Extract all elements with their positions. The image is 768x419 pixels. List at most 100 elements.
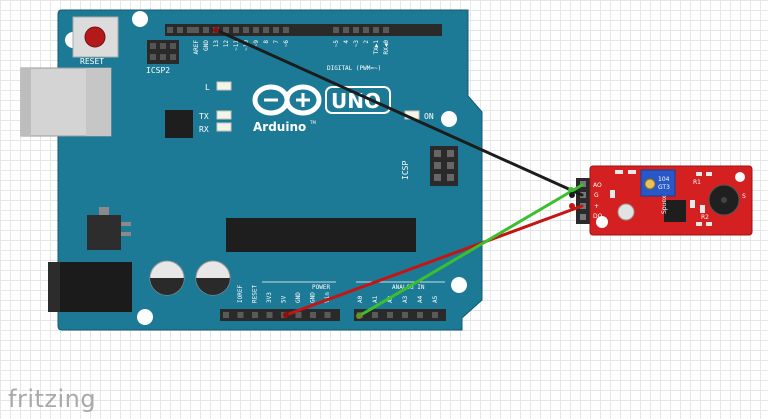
usb-chip [165, 110, 193, 138]
digital-label: DIGITAL (PWM=~) [327, 65, 381, 72]
sensor-pins-block [576, 178, 590, 224]
reset-label: RESET [80, 57, 104, 66]
capacitor [149, 260, 185, 296]
sensor-label-s: S [742, 193, 746, 200]
header-pin [167, 27, 173, 33]
pot-sublabel: GT3 [658, 184, 670, 191]
pot-label: 104 [658, 176, 670, 183]
pin-label: A3 [402, 295, 409, 303]
reset-button[interactable] [84, 26, 106, 48]
wire-end [569, 203, 575, 209]
wire-end [213, 27, 219, 33]
header-pin [263, 27, 269, 33]
header-pin [333, 27, 339, 33]
comparator-chip [664, 200, 686, 222]
header-pin [193, 27, 199, 33]
pin-label: 12 [223, 40, 230, 48]
sensor-pin-label-ao: AO [593, 182, 602, 189]
pin-label: 5V [281, 295, 288, 303]
header-pin [383, 27, 389, 33]
potentiometer-knob[interactable] [644, 178, 656, 190]
fritzing-watermark: fritzing [8, 385, 96, 413]
pin-label: ~5 [333, 40, 340, 48]
header-pin [353, 27, 359, 33]
header-pin [373, 27, 379, 33]
header-pin [402, 312, 408, 318]
mounting-hole [137, 309, 153, 325]
pin-label: 4 [343, 40, 350, 44]
pin-label: A0 [357, 295, 364, 303]
arduino-logo: UNO Arduino TM [252, 84, 391, 134]
header-pin [252, 312, 258, 318]
sensor-pin-label-do: DO [593, 213, 603, 220]
uno-badge [325, 86, 391, 114]
mounting-hole [441, 111, 457, 127]
sound-sensor-module: AO G + DO 104 GT3 Spuex R1 R2 S [576, 165, 753, 236]
usb-connector [20, 67, 112, 137]
header-pin [243, 27, 249, 33]
capacitor [195, 260, 231, 296]
icsp2-header [147, 40, 179, 64]
pin-label: ~3 [353, 40, 360, 48]
pin-label: GND [295, 292, 302, 303]
pin-label: ~6 [283, 40, 290, 48]
header-pin [432, 312, 438, 318]
pin-label: RX◀0 [383, 40, 390, 55]
wires [213, 27, 584, 319]
header-pin [310, 312, 316, 318]
header-pin [233, 27, 239, 33]
smd-components [610, 170, 712, 226]
wire-end [356, 313, 362, 319]
atmega-chip [226, 218, 416, 252]
pin-label: Vin [324, 292, 331, 303]
led-l-label: L [205, 83, 210, 92]
pin-label: 13 [213, 40, 220, 48]
arduino-uno-board: RESET ICSP2 L TX RX ON [20, 9, 483, 331]
pin-label: TX▶1 [373, 40, 380, 55]
pin-label: ~11 [233, 40, 240, 51]
led-tx-label: TX [199, 112, 209, 121]
pin-label: A4 [417, 295, 424, 303]
header-pin [273, 27, 279, 33]
icsp2-label: ICSP2 [146, 66, 170, 75]
pin-label: RESET [252, 285, 259, 303]
icsp-label: ICSP [401, 161, 410, 180]
wire-black-gnd [214, 28, 584, 197]
pin-label: 7 [273, 40, 280, 44]
mounting-hole [451, 277, 467, 293]
header-pin [266, 312, 273, 318]
pin-label: 3V3 [266, 292, 273, 303]
sensor-pin [580, 214, 586, 220]
pin-label: GND [203, 40, 210, 51]
header-pin [324, 312, 331, 318]
sensor-hole [735, 172, 745, 182]
sensor-hole [596, 216, 608, 228]
header-pin [253, 27, 259, 33]
logo-tm: TM [309, 120, 316, 125]
wire-green-a0 [357, 183, 584, 318]
pin-label: AREF [193, 40, 200, 55]
header-pin [387, 312, 393, 318]
logo-brand: Arduino [253, 120, 306, 134]
pin-label: A1 [372, 295, 379, 303]
sensor-pin-label-g: G [594, 192, 599, 199]
header-pin [295, 312, 302, 318]
sensor-label-r2: R2 [701, 214, 709, 221]
header-pin [203, 27, 209, 33]
header-pin [177, 27, 183, 33]
pin-label: A5 [432, 295, 439, 303]
wire-end [568, 187, 574, 193]
header-pin [187, 27, 193, 33]
chip-label: Spuex [661, 195, 668, 214]
header-pin [372, 312, 378, 318]
pin-label: ~9 [253, 40, 260, 48]
led-rx-label: RX [199, 125, 209, 134]
wire-end [283, 312, 289, 318]
pin-label: IOREF [237, 285, 244, 303]
header-pin [417, 312, 423, 318]
led-rx [216, 122, 232, 132]
header-pin [223, 27, 229, 33]
pin-label: GND [310, 292, 317, 303]
header-pin [283, 27, 289, 33]
power-label: POWER [312, 284, 330, 291]
